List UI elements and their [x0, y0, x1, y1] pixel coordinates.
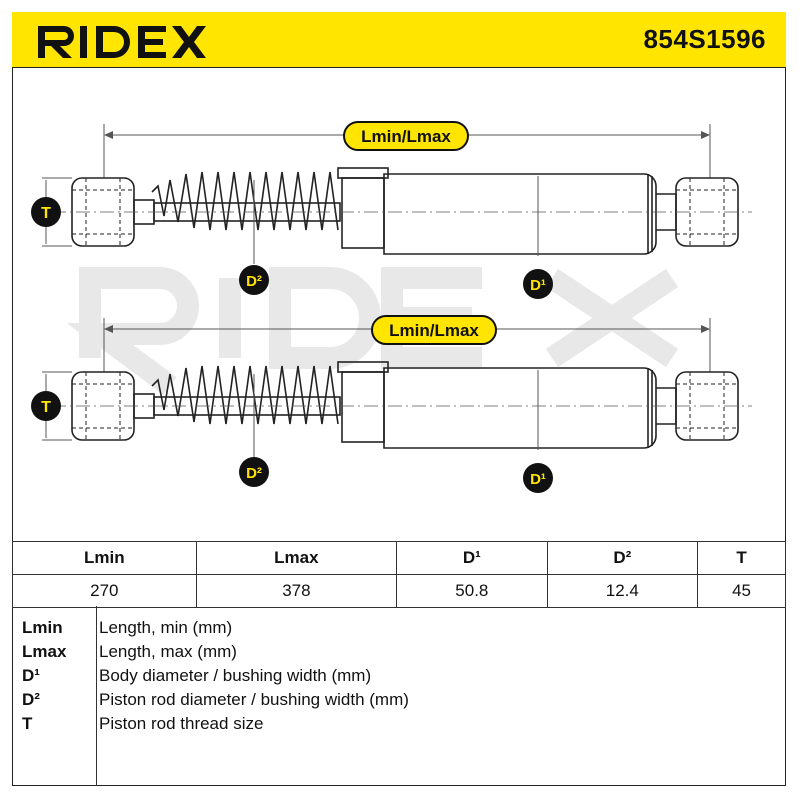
- spec-value-d2: 12.4: [546, 574, 699, 608]
- legend-desc: Length, max (mm): [99, 642, 237, 661]
- svg-text:D¹: D¹: [530, 277, 546, 294]
- legend-desc: Piston rod diameter / bushing width (mm): [99, 690, 409, 709]
- spec-value-lmax: 378: [195, 574, 398, 608]
- spec-table: Lmin Lmax D¹ D² T 270 378 50.8 12.4 45: [12, 541, 786, 608]
- part-number: 854S1596: [643, 24, 766, 54]
- legend-divider: [96, 606, 98, 786]
- spec-header-row: Lmin Lmax D¹ D² T: [12, 541, 786, 575]
- body-diameter-badge-bottom: D¹: [523, 463, 553, 493]
- spec-value-d1: 50.8: [396, 574, 548, 608]
- header-bar: 854S1596: [12, 12, 786, 68]
- svg-text:Lmin/Lmax: Lmin/Lmax: [361, 127, 451, 146]
- spec-value-lmin: 270: [12, 574, 197, 608]
- spec-value-t: 45: [697, 574, 786, 608]
- rod-diameter-badge-bottom: D²: [239, 457, 269, 487]
- spec-value-row: 270 378 50.8 12.4 45: [12, 574, 786, 608]
- technical-drawing: Lmin/Lmax T D² D¹ Lmin/Lmax T D² D¹: [31, 121, 752, 493]
- rod-diameter-badge-top: D²: [239, 265, 269, 295]
- legend-key: Lmin: [22, 618, 63, 637]
- length-badge-top: Lmin/Lmax: [343, 121, 469, 151]
- ridex-logo: [38, 26, 206, 58]
- legend-key: D²: [22, 690, 40, 709]
- legend-item: D¹ Body diameter / bushing width (mm): [12, 666, 786, 690]
- spec-header-t: T: [697, 541, 786, 575]
- legend-key: Lmax: [22, 642, 67, 661]
- svg-text:D¹: D¹: [530, 471, 546, 488]
- thread-badge-bottom: T: [31, 391, 61, 421]
- legend: Lmin Length, min (mm) Lmax Length, max (…: [12, 606, 786, 786]
- spec-header-d1: D¹: [396, 541, 548, 575]
- legend-item: Lmax Length, max (mm): [12, 642, 786, 666]
- legend-key: D¹: [22, 666, 40, 685]
- svg-text:T: T: [41, 205, 51, 222]
- legend-desc: Length, min (mm): [99, 618, 233, 637]
- spec-header-lmax: Lmax: [195, 541, 398, 575]
- svg-text:D²: D²: [246, 273, 262, 290]
- body-diameter-badge-top: D¹: [523, 269, 553, 299]
- legend-key: T: [22, 714, 33, 733]
- legend-item: D² Piston rod diameter / bushing width (…: [12, 690, 786, 714]
- shock-absorber-top: [42, 124, 752, 264]
- spec-header-d2: D²: [546, 541, 699, 575]
- svg-text:Lmin/Lmax: Lmin/Lmax: [389, 321, 479, 340]
- legend-item: T Piston rod thread size: [12, 714, 786, 738]
- svg-text:D²: D²: [246, 465, 262, 482]
- thread-badge-top: T: [31, 197, 61, 227]
- svg-text:T: T: [41, 399, 51, 416]
- length-badge-bottom: Lmin/Lmax: [371, 315, 497, 345]
- legend-desc: Body diameter / bushing width (mm): [99, 666, 372, 685]
- spec-header-lmin: Lmin: [12, 541, 197, 575]
- legend-item: Lmin Length, min (mm): [12, 618, 786, 642]
- legend-desc: Piston rod thread size: [99, 714, 264, 733]
